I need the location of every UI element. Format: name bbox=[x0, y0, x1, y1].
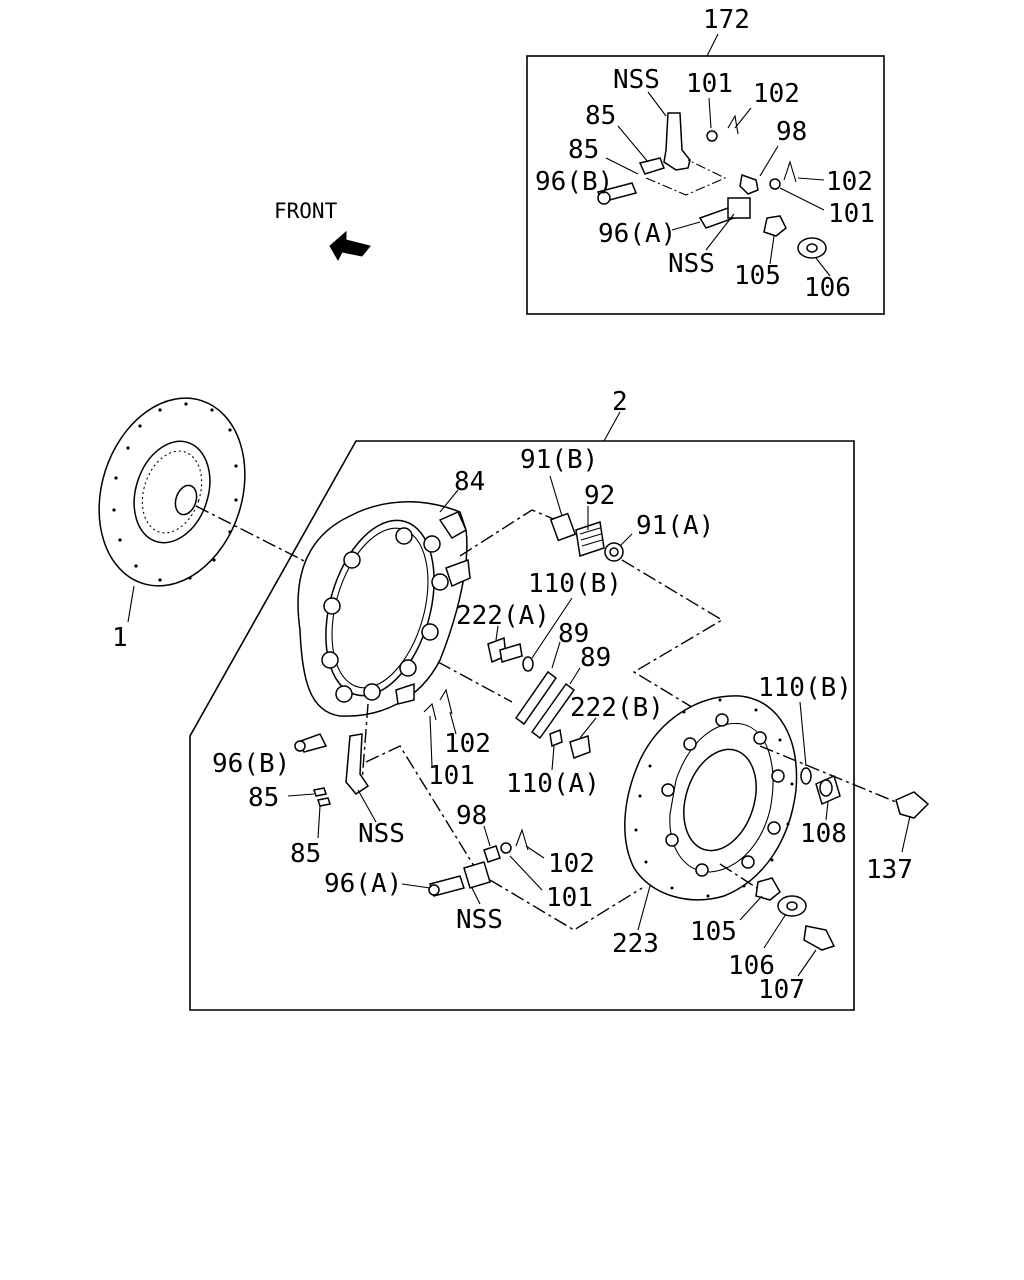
inset-label-85-b: 85 bbox=[568, 135, 599, 165]
inset-label-101-right: 101 bbox=[828, 199, 875, 229]
callout-106: 106 bbox=[728, 951, 775, 981]
inset-label-96b: 96(B) bbox=[535, 167, 613, 197]
callout-101-mid: 101 bbox=[428, 761, 475, 791]
callout-92: 92 bbox=[584, 481, 615, 511]
front-arrow-icon bbox=[329, 230, 371, 262]
callout-101-low: 101 bbox=[546, 883, 593, 913]
callout-222b: 222(B) bbox=[570, 693, 664, 723]
callout-89-a: 89 bbox=[558, 619, 589, 649]
inset-label-98: 98 bbox=[776, 117, 807, 147]
callout-1: 1 bbox=[112, 623, 128, 653]
callout-137: 137 bbox=[866, 855, 913, 885]
callout-108: 108 bbox=[800, 819, 847, 849]
inset-label-105: 105 bbox=[734, 261, 781, 291]
callout-85-b: 85 bbox=[290, 839, 321, 869]
disc-rivets bbox=[112, 402, 238, 582]
callout-91b: 91(B) bbox=[520, 445, 598, 475]
callout-2: 2 bbox=[612, 387, 628, 417]
clutch-disc: 1 bbox=[98, 397, 246, 653]
callout-172: 172 bbox=[703, 5, 750, 35]
inset-label-96a: 96(A) bbox=[598, 219, 676, 249]
flywheel bbox=[624, 695, 798, 901]
callout-102-low: 102 bbox=[548, 849, 595, 879]
callout-107: 107 bbox=[758, 975, 805, 1005]
inset-label-nss-bottom: NSS bbox=[668, 249, 715, 279]
callout-98: 98 bbox=[456, 801, 487, 831]
callout-223: 223 bbox=[612, 929, 659, 959]
callout-nss-mid: NSS bbox=[358, 819, 405, 849]
front-label: FRONT bbox=[274, 199, 338, 223]
callout-105: 105 bbox=[690, 917, 737, 947]
callout-89-b: 89 bbox=[580, 643, 611, 673]
callout-nss-low: NSS bbox=[456, 905, 503, 935]
callout-102-mid: 102 bbox=[444, 729, 491, 759]
inset-label-106: 106 bbox=[804, 273, 851, 303]
front-indicator: FRONT bbox=[274, 199, 371, 262]
inset-label-85-a: 85 bbox=[585, 101, 616, 131]
pressure-plate-cover bbox=[297, 501, 471, 717]
inset-label-102-right: 102 bbox=[826, 167, 873, 197]
callout-85-a: 85 bbox=[248, 783, 279, 813]
inset-label-102-top: 102 bbox=[753, 79, 800, 109]
callout-222a: 222(A) bbox=[456, 601, 550, 631]
assembly-2: 2 84 91(B) 92 91(A) bbox=[189, 387, 930, 1011]
inset-172: 172 NSS 101 102 85 85 98 96(B) 102 101 bbox=[526, 5, 885, 315]
callout-110a: 110(A) bbox=[506, 769, 600, 799]
inset-label-101-top: 101 bbox=[686, 69, 733, 99]
callout-110b-right: 110(B) bbox=[758, 673, 852, 703]
callout-96b: 96(B) bbox=[212, 749, 290, 779]
flywheel-ring-dots bbox=[634, 698, 794, 898]
callout-91a: 91(A) bbox=[636, 511, 714, 541]
callout-96a: 96(A) bbox=[324, 869, 402, 899]
callout-84: 84 bbox=[454, 467, 485, 497]
callout-110b-top: 110(B) bbox=[528, 569, 622, 599]
inset-label-nss-top: NSS bbox=[613, 65, 660, 95]
